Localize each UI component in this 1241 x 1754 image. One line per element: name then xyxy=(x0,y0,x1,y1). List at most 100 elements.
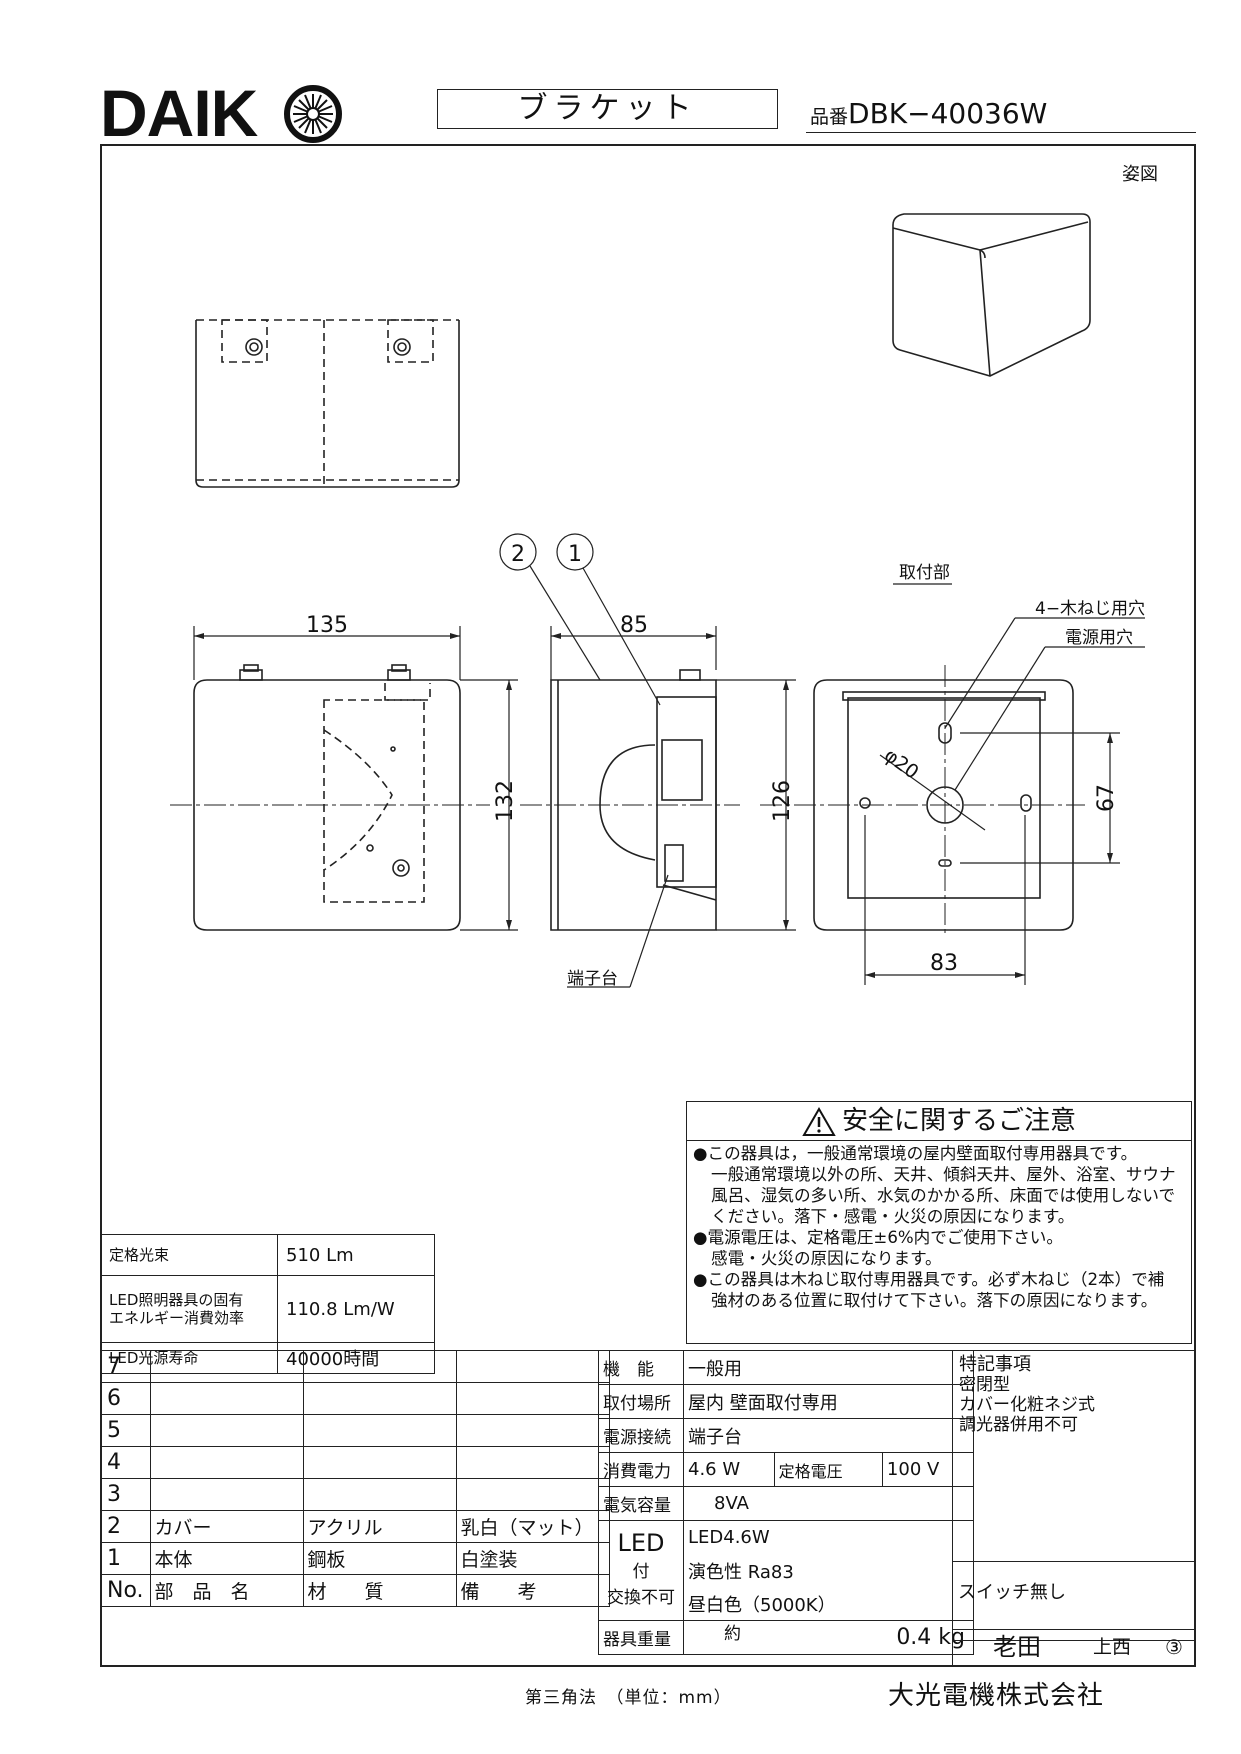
safety-line: ●この器具は木ねじ取付専用器具です。必ず木ねじ（2本）で補 xyxy=(693,1270,1165,1289)
part-no: 5 xyxy=(100,1414,151,1447)
brand-logo: DAIK xyxy=(100,80,258,146)
header-no: No. xyxy=(100,1574,151,1607)
part-no: 1 xyxy=(100,1542,151,1575)
model-prefix: 品番 xyxy=(810,106,849,128)
spec-value: 8VA xyxy=(683,1486,974,1521)
header-note: 備 考 xyxy=(455,1574,610,1607)
switch-text: スイッチ無し xyxy=(958,1582,1066,1603)
safety-notice: 安全に関するご注意 ●この器具は，一般通常環境の屋内壁面取付専用器具です。 一般… xyxy=(686,1101,1192,1344)
safety-title-text: 安全に関するご注意 xyxy=(841,1106,1076,1136)
dim-hole-dia: φ20 xyxy=(880,744,923,783)
company-name: 大光電機株式会社 xyxy=(888,1681,1105,1711)
led-line: 昼白色（5000K） xyxy=(683,1587,974,1621)
part-no: 7 xyxy=(100,1350,151,1383)
model-value: DBK−40036W xyxy=(848,97,1048,130)
parts-header-row: No.部 品 名材 質備 考 xyxy=(100,1574,610,1607)
part-name xyxy=(149,1478,304,1511)
logo-sun-icon xyxy=(284,85,342,143)
part-material: アクリル xyxy=(302,1510,457,1543)
warning-triangle-icon xyxy=(802,1106,836,1136)
part-note xyxy=(455,1414,610,1447)
safety-body: ●この器具は，一般通常環境の屋内壁面取付専用器具です。 一般通常環境以外の所、天… xyxy=(687,1141,1191,1311)
spec-label: 機 能 xyxy=(598,1350,684,1385)
part-note: 乳白（マット） xyxy=(455,1510,610,1543)
callout-1: 1 xyxy=(568,542,582,567)
spec-value: 一般用 xyxy=(683,1350,974,1385)
led-line: 演色性 Ra83 xyxy=(683,1554,974,1587)
drawing-frame xyxy=(100,144,1196,1667)
power-hole-label: 電源用穴 xyxy=(1065,628,1133,648)
spec-label: 電気容量 xyxy=(598,1486,684,1521)
spec-label: 器具重量 xyxy=(598,1620,684,1655)
part-note: 白塗装 xyxy=(455,1542,610,1575)
dim-horizontal-pitch: 83 xyxy=(930,951,958,976)
rating-value: 510 Lm xyxy=(277,1234,435,1276)
note-line: 密閉型 xyxy=(959,1375,1010,1395)
screw-hole-label: 4−木ねじ用穴 xyxy=(1035,599,1145,619)
safety-line: 一般通常環境以外の所、天井、傾斜天井、屋外、浴室、サウナ xyxy=(711,1165,1176,1184)
safety-line: ●この器具は，一般通常環境の屋内壁面取付専用器具です。 xyxy=(693,1144,1138,1163)
rating-label-line2: エネルギー消費効率 xyxy=(109,1309,245,1327)
rating-value: 110.8 Lm/W xyxy=(277,1275,435,1343)
model-number: 品番DBK−40036W xyxy=(810,98,1047,133)
spec-value: 屋内 壁面取付専用 xyxy=(683,1384,974,1419)
dim-depth: 85 xyxy=(620,613,648,638)
part-material: 鋼板 xyxy=(302,1542,457,1575)
dim-width: 135 xyxy=(306,613,348,638)
led-label-line1: LED xyxy=(617,1529,665,1557)
note-line: カバー化粧ネジ式 xyxy=(959,1395,1095,1415)
table-row: 6 xyxy=(100,1382,610,1415)
revision-mark: ③ xyxy=(1165,1635,1183,1659)
table-row: 3 xyxy=(100,1478,610,1511)
spec-label: 電源接続 xyxy=(598,1418,684,1453)
callout-2: 2 xyxy=(511,542,525,567)
voltage-label: 定格電圧 xyxy=(773,1452,883,1487)
rating-label: LED照明器具の固有エネルギー消費効率 xyxy=(100,1275,278,1343)
part-material xyxy=(302,1350,457,1383)
weight-approx: 約 xyxy=(724,1624,741,1644)
part-name xyxy=(149,1414,304,1447)
header-name: 部 品 名 xyxy=(149,1574,304,1607)
safety-title: 安全に関するご注意 xyxy=(687,1102,1191,1141)
part-name xyxy=(149,1446,304,1479)
spec-label: 取付場所 xyxy=(598,1384,684,1419)
part-name xyxy=(149,1382,304,1415)
part-material xyxy=(302,1414,457,1447)
dim-mount-height: 126 xyxy=(770,780,795,822)
part-name: カバー xyxy=(149,1510,304,1543)
voltage-value: 100 V xyxy=(881,1452,975,1487)
checker-name: 上西 xyxy=(1093,1636,1132,1658)
part-no: 4 xyxy=(100,1446,151,1479)
part-no: 2 xyxy=(100,1510,151,1543)
part-note xyxy=(455,1382,610,1415)
led-line: LED4.6W xyxy=(683,1520,974,1554)
dim-height: 132 xyxy=(493,780,518,822)
part-note xyxy=(455,1478,610,1511)
led-label-line3: 交換不可 xyxy=(607,1588,675,1608)
switch-box: スイッチ無し xyxy=(952,1561,1196,1641)
part-no: 3 xyxy=(100,1478,151,1511)
table-row: 7 xyxy=(100,1350,610,1383)
perspective-label: 姿図 xyxy=(1122,164,1158,185)
part-material xyxy=(302,1478,457,1511)
dim-vertical-pitch: 67 xyxy=(1094,784,1119,812)
table-row: 4 xyxy=(100,1446,610,1479)
rating-label: 定格光束 xyxy=(100,1234,278,1276)
header-material: 材 質 xyxy=(302,1574,457,1607)
part-no: 6 xyxy=(100,1382,151,1415)
model-underline xyxy=(806,132,1196,133)
mount-view xyxy=(813,679,1074,931)
note-line: 調光器併用不可 xyxy=(959,1415,1078,1435)
rating-label-line1: LED照明器具の固有 xyxy=(109,1291,244,1309)
safety-line: 風呂、湿気の多い所、水気のかかる所、床面では使用しないで xyxy=(711,1186,1176,1205)
part-note xyxy=(455,1350,610,1383)
safety-line: ●電源電圧は、定格電圧±6%内でご使用下さい。 xyxy=(693,1228,1063,1247)
safety-line: ください。落下・感電・火災の原因になります。 xyxy=(711,1207,1075,1226)
product-type-box: ブラケット xyxy=(437,89,778,129)
side-view xyxy=(550,669,717,931)
